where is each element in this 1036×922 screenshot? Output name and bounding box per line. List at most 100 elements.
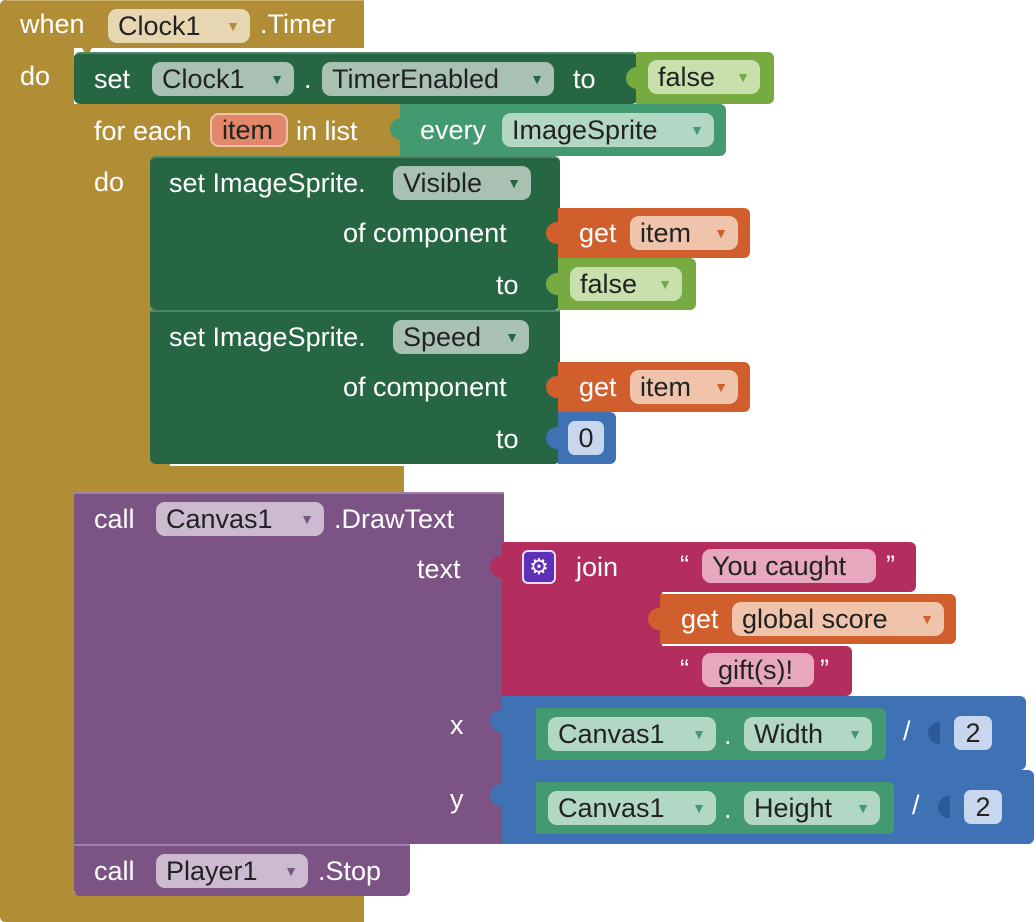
socket-nub [648, 608, 660, 630]
socket-nub [390, 118, 402, 140]
dropdown-arrow-icon: ▼ [226, 18, 240, 34]
every-component-dropdown[interactable]: ImageSprite ▼ [502, 113, 714, 147]
get-label: get [579, 372, 617, 402]
speed-property-label: Speed [403, 322, 482, 352]
gear-icon[interactable]: ⚙ [522, 550, 556, 584]
getter-property-dropdown[interactable]: Width ▼ [744, 717, 872, 751]
dropdown-arrow-icon: ▼ [284, 863, 298, 879]
timer-property-dropdown[interactable]: TimerEnabled ▼ [322, 62, 554, 96]
text-string-field[interactable]: You caught [702, 549, 876, 583]
join-text-block[interactable]: ⚙ join [502, 542, 662, 696]
set-speed-block[interactable]: set ImageSprite. Speed ▼ of component to [150, 310, 560, 464]
number-block[interactable]: 0 [558, 412, 616, 464]
socket-nub [546, 222, 558, 244]
timer-property-label: TimerEnabled [332, 64, 500, 94]
dropdown-arrow-icon: ▼ [692, 726, 706, 742]
set-label: set [94, 64, 131, 94]
divide-label: / [903, 716, 911, 746]
dot-label: . [304, 64, 312, 94]
dropdown-arrow-icon: ▼ [270, 71, 284, 87]
text-arg-label: text [417, 554, 461, 584]
dropdown-arrow-icon: ▼ [714, 225, 728, 241]
false-boolean-block[interactable]: false ▼ [558, 258, 696, 310]
method-label: .Stop [318, 856, 382, 886]
getter-component-dropdown[interactable]: Canvas1 ▼ [548, 717, 716, 751]
getter-property-dropdown[interactable]: Height ▼ [744, 791, 880, 825]
dropdown-arrow-icon: ▼ [507, 175, 521, 191]
number-value-field[interactable]: 0 [568, 421, 604, 455]
get-label: get [579, 218, 617, 248]
get-label: get [681, 604, 719, 634]
do-label: do [20, 61, 51, 91]
get-variable-dropdown[interactable]: item ▼ [630, 216, 738, 250]
call-label: call [94, 856, 135, 886]
socket-nub [626, 67, 638, 89]
dropdown-arrow-icon: ▼ [300, 511, 314, 527]
close-quote-label: ” [820, 654, 829, 684]
visible-property-label: Visible [403, 168, 483, 198]
event-name-label: .Timer [260, 9, 336, 39]
set-component-dropdown[interactable]: Clock1 ▼ [152, 62, 294, 96]
every-label: every [420, 115, 487, 145]
divisor-number-field[interactable]: 2 [964, 790, 1002, 824]
boolean-value-label: false [658, 62, 716, 92]
component-property-getter-block[interactable]: Canvas1 ▼ . Height ▼ [536, 782, 894, 834]
player-component-dropdown[interactable]: Player1 ▼ [156, 854, 308, 888]
getter-property-label: Width [754, 719, 824, 749]
component-property-getter-block[interactable]: Canvas1 ▼ . Width ▼ [536, 708, 886, 760]
get-global-score-block[interactable]: get global score ▼ [660, 594, 956, 644]
join-label: join [576, 552, 619, 582]
get-variable-dropdown[interactable]: item ▼ [630, 370, 738, 404]
socket-nub [938, 796, 950, 818]
to-label: to [496, 270, 519, 300]
false-boolean-block[interactable]: false ▼ [636, 52, 774, 104]
of-component-label: of component [343, 218, 507, 248]
speed-property-dropdown[interactable]: Speed ▼ [393, 320, 529, 354]
drawtext-component-dropdown[interactable]: Canvas1 ▼ [156, 502, 324, 536]
socket-nub [648, 660, 660, 682]
getter-component-label: Canvas1 [558, 793, 665, 823]
text-string-field[interactable]: gift(s)! [702, 653, 814, 687]
global-variable-label: global score [742, 604, 888, 634]
boolean-value-dropdown[interactable]: false ▼ [648, 60, 760, 94]
for-each-label: for each [94, 116, 192, 146]
get-item-block[interactable]: get item ▼ [558, 208, 750, 258]
get-variable-label: item [640, 218, 692, 248]
do-label: do [94, 167, 125, 197]
socket-nub [490, 710, 502, 732]
visible-property-dropdown[interactable]: Visible ▼ [393, 166, 531, 200]
boolean-value-dropdown[interactable]: false ▼ [570, 267, 682, 301]
when-label: when [20, 9, 85, 39]
event-component-dropdown[interactable]: Clock1 ▼ [108, 9, 250, 43]
divide-label: / [912, 790, 920, 820]
getter-property-label: Height [754, 793, 833, 823]
draw-text-call-block[interactable]: call Canvas1 ▼ .DrawText text x y [74, 492, 504, 844]
boolean-value-label: false [580, 269, 638, 299]
to-label: to [496, 424, 519, 454]
set-imagesprite-label: set ImageSprite. [169, 168, 366, 198]
set-timer-enabled-block[interactable]: set Clock1 ▼ . TimerEnabled ▼ to [74, 52, 638, 104]
global-variable-dropdown[interactable]: global score ▼ [732, 602, 944, 636]
socket-nub [928, 722, 940, 744]
dropdown-arrow-icon: ▼ [848, 726, 862, 742]
text-string-block[interactable]: “ You caught ” [660, 542, 916, 592]
text-string-block[interactable]: “ gift(s)! ” [660, 646, 852, 696]
player-component-label: Player1 [166, 856, 258, 886]
getter-component-dropdown[interactable]: Canvas1 ▼ [548, 791, 716, 825]
divisor-number-field[interactable]: 2 [954, 716, 992, 750]
x-arg-label: x [450, 710, 464, 740]
loop-variable-field[interactable]: item [210, 113, 288, 147]
close-quote-label: ” [886, 550, 895, 580]
dropdown-arrow-icon: ▼ [505, 329, 519, 345]
player-stop-call-block[interactable]: call Player1 ▼ .Stop [74, 844, 410, 896]
every-component-block[interactable]: every ImageSprite ▼ [400, 104, 726, 156]
set-visible-block[interactable]: set ImageSprite. Visible ▼ of component … [150, 156, 560, 310]
dropdown-arrow-icon: ▼ [736, 69, 750, 85]
get-item-block[interactable]: get item ▼ [558, 362, 750, 412]
socket-nub [648, 556, 660, 578]
y-arg-label: y [450, 784, 464, 814]
to-label: to [573, 64, 596, 94]
dropdown-arrow-icon: ▼ [530, 71, 544, 87]
